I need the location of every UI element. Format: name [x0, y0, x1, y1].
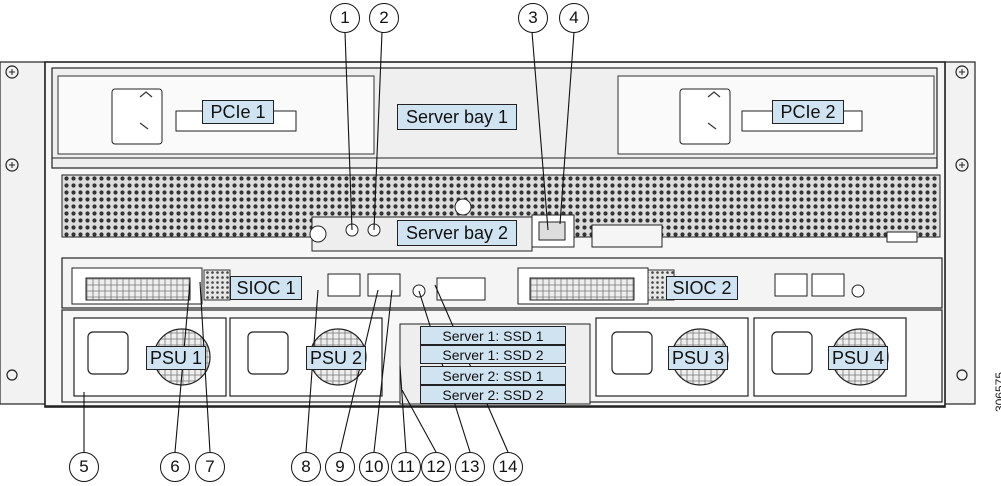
callout-5: 5	[69, 452, 99, 482]
ssd-server1-2-label: Server 1: SSD 2	[420, 345, 566, 364]
pcie1-label: PCIe 1	[202, 100, 274, 124]
callout-1: 1	[330, 3, 360, 33]
figure-number: 306575	[993, 372, 1001, 413]
psu2-label: PSU 2	[306, 346, 366, 370]
callout-3: 3	[518, 3, 548, 33]
sioc2-label: SIOC 2	[666, 276, 738, 300]
callout-8: 8	[291, 452, 321, 482]
callout-13: 13	[455, 452, 485, 482]
callout-leaders	[83, 31, 575, 453]
callout-11: 11	[391, 452, 421, 482]
callout-4: 4	[559, 3, 589, 33]
callout-2: 2	[369, 3, 399, 33]
server-bay-2-label: Server bay 2	[397, 220, 517, 246]
psu4-label: PSU 4	[828, 346, 888, 370]
ssd-server2-2-label: Server 2: SSD 2	[420, 385, 566, 404]
left-rack-ear	[0, 61, 46, 405]
callout-7: 7	[195, 452, 225, 482]
callout-10: 10	[359, 452, 389, 482]
psu-power-inlets	[87, 331, 813, 375]
psu1-label: PSU 1	[146, 346, 206, 370]
callout-6: 6	[160, 452, 190, 482]
pcie2-label: PCIe 2	[772, 100, 844, 124]
callout-9: 9	[325, 452, 355, 482]
sioc1-label: SIOC 1	[230, 276, 302, 300]
callout-14: 14	[493, 452, 523, 482]
callout-12: 12	[421, 452, 451, 482]
ssd-server2-1-label: Server 2: SSD 1	[420, 366, 566, 385]
server-bay-1-label: Server bay 1	[397, 104, 517, 130]
psu3-label: PSU 3	[668, 346, 728, 370]
right-rack-ear	[944, 61, 976, 405]
ssd-server1-1-label: Server 1: SSD 1	[420, 326, 566, 345]
